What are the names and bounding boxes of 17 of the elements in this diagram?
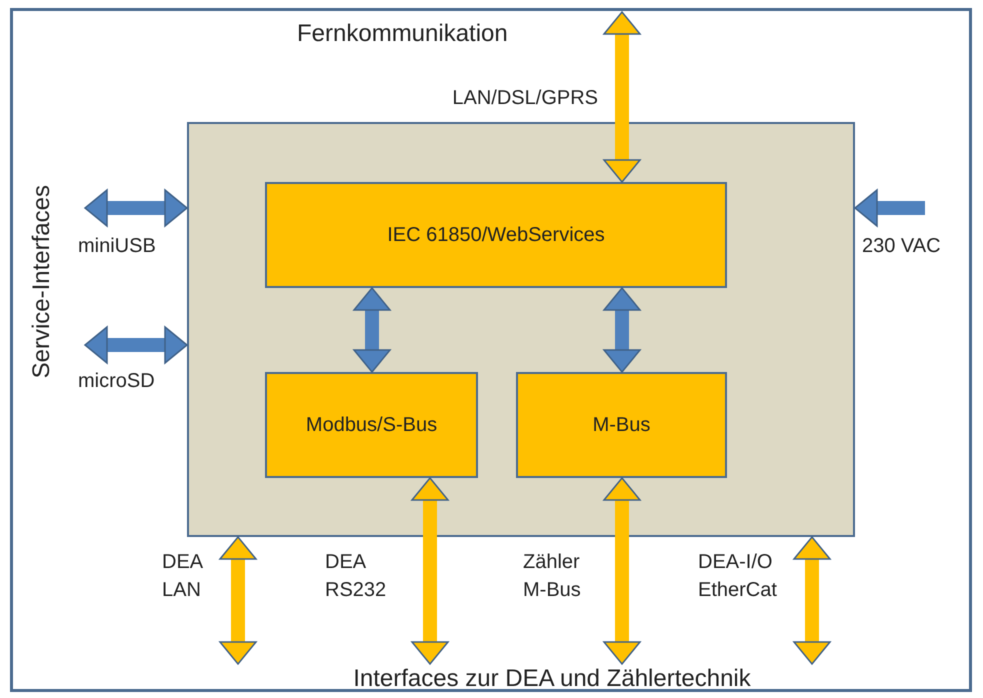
double-arrow bbox=[603, 477, 641, 665]
double-arrow bbox=[603, 11, 641, 183]
double-arrow bbox=[603, 287, 641, 373]
double-arrow bbox=[793, 536, 831, 665]
module-box: M-Bus bbox=[516, 372, 727, 478]
double-arrow bbox=[411, 477, 449, 665]
side-heading: Service-Interfaces bbox=[28, 185, 56, 378]
double-arrow bbox=[84, 189, 188, 227]
heading: Interfaces zur DEA und Zählertechnik bbox=[222, 664, 882, 694]
module-box: Modbus/S-Bus bbox=[265, 372, 478, 478]
double-arrow bbox=[353, 287, 391, 373]
heading: Fernkommunikation bbox=[297, 20, 508, 48]
module-box: IEC 61850/WebServices bbox=[265, 182, 727, 288]
double-arrow bbox=[219, 536, 257, 665]
device-box bbox=[187, 122, 855, 537]
arrow bbox=[854, 189, 925, 227]
double-arrow bbox=[84, 326, 188, 364]
